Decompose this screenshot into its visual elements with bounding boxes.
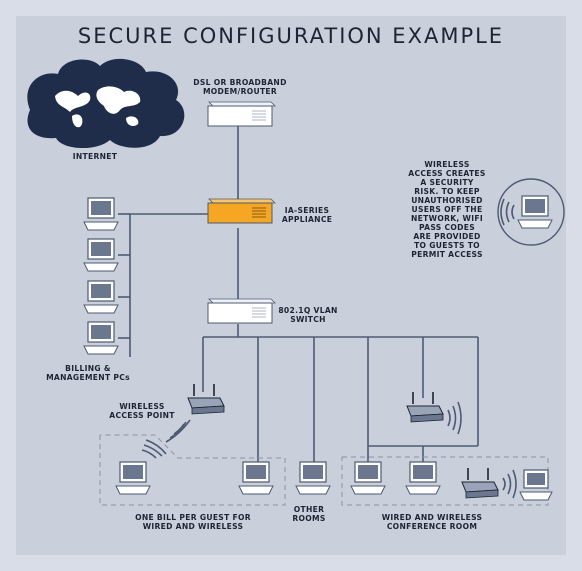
wireless-risk-note: WIRELESS ACCESS CREATES A SECURITY RISK.… (408, 160, 486, 259)
conference-pc-2-icon (405, 461, 441, 495)
guest-laptop-icon (115, 461, 151, 495)
conference-pc-1-icon (350, 461, 386, 495)
wireless-laptop-circle (497, 178, 565, 246)
billing-pc-2-icon (83, 238, 119, 272)
access-point-label: WIRELESS ACCESS POINT (109, 402, 175, 420)
guest-wired-pc-icon (238, 461, 274, 495)
vlan-switch-icon (207, 298, 276, 324)
guest-room-box (99, 434, 286, 506)
access-point-icon (187, 384, 225, 415)
modem-label: DSL OR BROADBAND MODEM/ROUTER (193, 78, 287, 96)
appliance-icon (207, 198, 276, 224)
billing-pc-1-icon (83, 197, 119, 231)
modem-router-icon (207, 101, 276, 127)
conference-label: WIRED AND WIRELESS CONFERENCE ROOM (381, 513, 483, 531)
billing-pc-4-icon (83, 321, 119, 355)
other-rooms-pc-icon (295, 461, 331, 495)
appliance-label: IA-SERIES APPLIANCE (281, 206, 333, 224)
ap2-signal-icon (447, 401, 462, 435)
wireless-signal-icon (500, 198, 515, 226)
billing-pc-3-icon (83, 280, 119, 314)
connection-lines (118, 126, 479, 462)
vlan-switch-label: 802.1Q VLAN SWITCH (278, 306, 338, 324)
one-bill-label: ONE BILL PER GUEST FOR WIRED AND WIRELES… (135, 513, 251, 531)
access-point-2-icon (406, 392, 444, 423)
appliance-to-billing-line (129, 213, 208, 357)
other-rooms-label: OTHER ROOMS (292, 505, 326, 523)
wireless-laptop-icon (517, 195, 553, 229)
internet-cloud-icon (27, 58, 185, 149)
diagram-title: SECURE CONFIGURATION EXAMPLE (77, 24, 505, 48)
ap3-signal-icon (502, 469, 517, 499)
ap1-signal-icon (141, 419, 191, 459)
conference-laptop-icon (519, 469, 553, 501)
internet-label: INTERNET (72, 152, 118, 161)
billing-label: BILLING & MANAGEMENT PCs (46, 364, 130, 382)
access-point-3-icon (461, 468, 499, 499)
